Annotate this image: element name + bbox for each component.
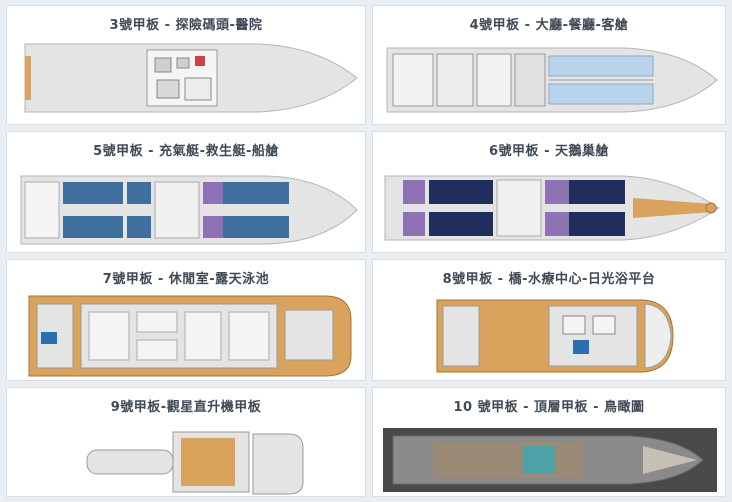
deck-4-title: 4號甲板 - 大廳-餐廳-客艙 (469, 18, 629, 33)
deck-7-card[interactable]: 7號甲板 - 休閒室-露天泳池 (6, 259, 366, 381)
deck-8-title: 8號甲板 - 橋-水療中心-日光浴平台 (442, 272, 656, 287)
deck-4-card[interactable]: 4號甲板 - 大廳-餐廳-客艙 (372, 5, 726, 125)
deck-6-card[interactable]: 6號甲板 - 天鵝巢艙 (372, 131, 726, 253)
deck-3-plan (24, 43, 358, 113)
deck-6-plan (384, 175, 720, 241)
deck-10-plan (383, 428, 717, 492)
deck-8-card[interactable]: 8號甲板 - 橋-水療中心-日光浴平台 (372, 259, 726, 381)
deck-6-title: 6號甲板 - 天鵝巢艙 (489, 144, 609, 159)
deck-10-card[interactable]: 10 號甲板 - 頂層甲板 - 鳥瞰圖 (372, 387, 726, 497)
deck-5-plan (20, 175, 358, 245)
deck-3-title: 3號甲板 - 探險碼頭-醫院 (109, 18, 263, 33)
deck-3-card[interactable]: 3號甲板 - 探險碼頭-醫院 (6, 5, 366, 125)
deck-5-card[interactable]: 5號甲板 - 充氣艇-救生艇-船艙 (6, 131, 366, 253)
deck-8-plan (436, 299, 674, 373)
deck-7-plan (28, 295, 352, 377)
deck-7-title: 7號甲板 - 休閒室-露天泳池 (102, 272, 270, 287)
deck-9-title: 9號甲板-觀星直升機甲板 (110, 400, 262, 415)
deck-5-title: 5號甲板 - 充氣艇-救生艇-船艙 (93, 144, 279, 159)
deck-9-plan (86, 431, 304, 495)
deck-9-card[interactable]: 9號甲板-觀星直升機甲板 (6, 387, 366, 497)
deck-4-plan (386, 47, 718, 113)
deck-10-title: 10 號甲板 - 頂層甲板 - 鳥瞰圖 (453, 400, 645, 415)
